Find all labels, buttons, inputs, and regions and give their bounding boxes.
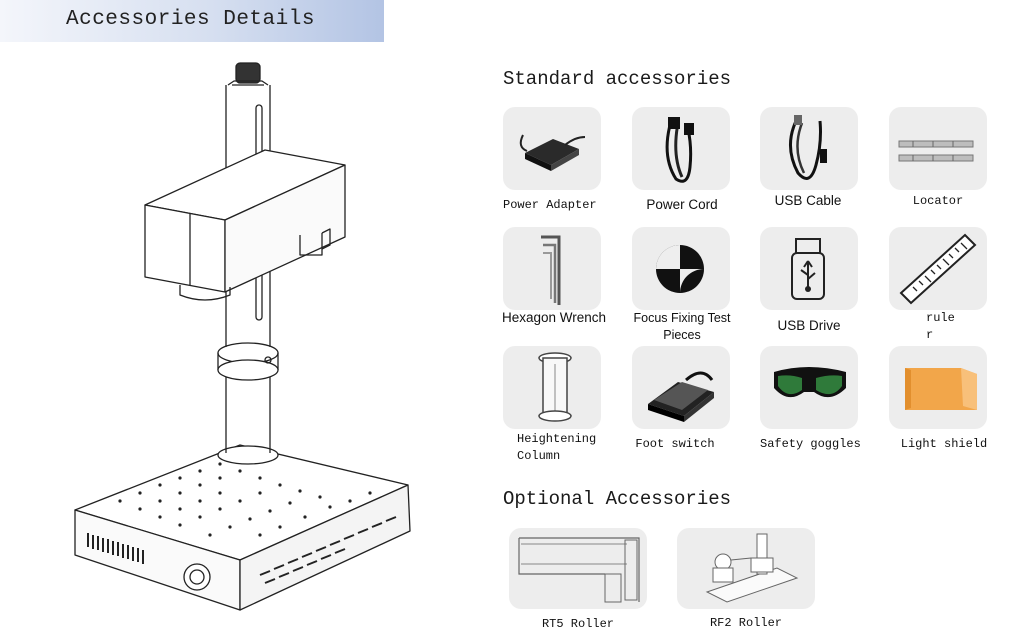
ruler-icon — [899, 233, 977, 305]
heightening-column-tile — [503, 346, 601, 429]
ruler-label-line1: rule — [926, 311, 955, 325]
power-cord-tile — [632, 107, 730, 190]
ruler-label-line2: r — [926, 328, 934, 342]
light-shield-icon — [905, 368, 977, 410]
foot-switch-label: Foot switch — [635, 437, 715, 451]
focus-test-pieces-label-line1: Focus Fixing Test — [633, 311, 731, 325]
locator-label: Locator — [912, 194, 964, 208]
heightening-column-icon — [538, 352, 572, 422]
page-title: Accessories Details — [66, 8, 315, 31]
usb-cable-icon — [789, 115, 827, 180]
heightening-column-label-line2: Column — [517, 449, 561, 463]
ruler-label: rule r — [926, 310, 966, 344]
locator-icon — [898, 140, 974, 162]
safety-goggles-icon — [774, 367, 846, 398]
hexagon-wrench-tile — [503, 227, 601, 310]
light-shield-tile — [889, 346, 987, 429]
usb-drive-tile — [760, 227, 858, 310]
safety-goggles-label: Safety goggles — [760, 437, 861, 451]
focus-test-pieces-label: Focus Fixing Test Pieces — [626, 310, 738, 344]
heightening-column-label: Heightening Column — [517, 431, 607, 465]
focus-test-pieces-tile — [632, 227, 730, 310]
rt5-roller-tile — [509, 528, 647, 609]
standard-accessories-title: Standard accessories — [503, 68, 732, 90]
hexagon-wrench-icon — [541, 235, 561, 305]
focus-test-pieces-label-line2: Pieces — [663, 328, 701, 342]
power-adapter-icon — [519, 134, 586, 171]
rf2-roller-tile — [677, 528, 815, 609]
usb-cable-label: USB Cable — [774, 193, 842, 208]
laser-marking-machine-illustration — [74, 62, 411, 611]
ruler-tile — [889, 227, 987, 310]
focus-test-piece-icon — [656, 245, 704, 293]
hexagon-wrench-label: Hexagon Wrench — [501, 310, 607, 325]
power-cord-label: Power Cord — [646, 197, 718, 212]
power-cord-icon — [665, 117, 694, 183]
light-shield-label: Light shield — [900, 437, 988, 451]
optional-accessories-title: Optional Accessories — [503, 488, 732, 510]
locator-tile — [889, 107, 987, 190]
usb-drive-icon — [791, 238, 825, 300]
foot-switch-icon — [648, 371, 714, 422]
usb-drive-label: USB Drive — [777, 318, 841, 333]
rt5-roller-label: RT5 Roller — [541, 617, 614, 631]
power-adapter-tile — [503, 107, 601, 190]
rt5-roller-icon — [518, 537, 640, 603]
heightening-column-label-line1: Heightening — [517, 432, 597, 446]
usb-cable-tile — [760, 107, 858, 190]
safety-goggles-tile — [760, 346, 858, 429]
header-bar: Accessories Details — [0, 0, 384, 42]
foot-switch-tile — [632, 346, 730, 429]
rf2-roller-icon — [705, 533, 799, 603]
rf2-roller-label: RF2 Roller — [709, 616, 782, 630]
power-adapter-label: Power Adapter — [503, 198, 597, 212]
